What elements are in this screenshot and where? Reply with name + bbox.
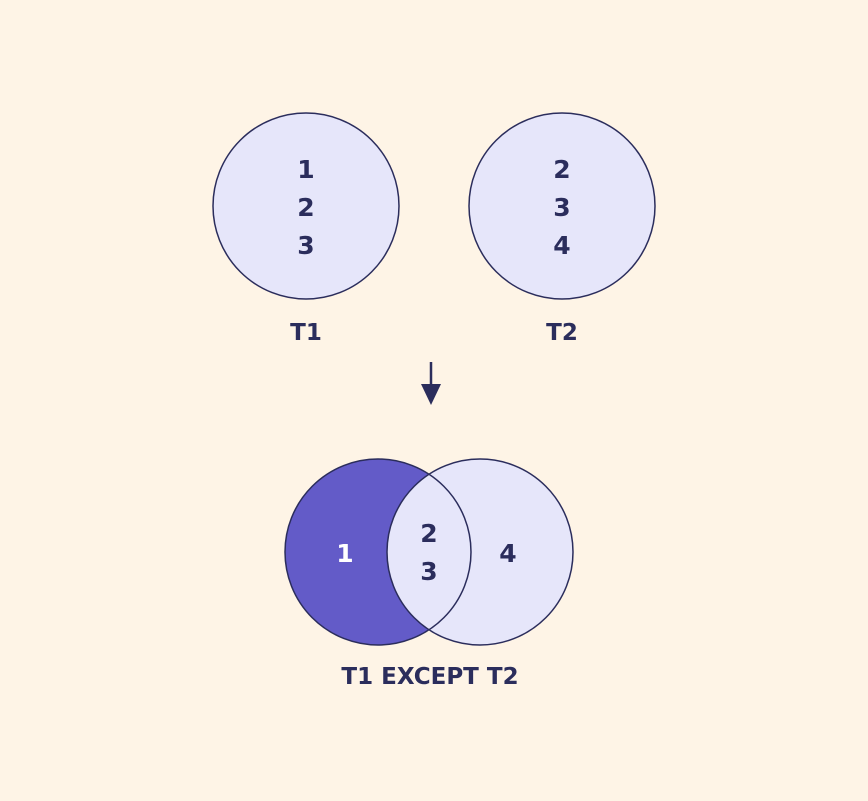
set-t2: 2 3 4 T2 xyxy=(468,112,656,346)
set-t1-value-3: 3 xyxy=(297,231,314,260)
result-right-only-value: 4 xyxy=(499,539,516,568)
result-t1-circle-outline xyxy=(284,458,472,646)
except-result: 1 2 3 4 T1 EXCEPT T2 xyxy=(284,458,574,690)
set-t1-label: T1 xyxy=(290,320,322,346)
set-t1-value-2: 2 xyxy=(297,193,314,222)
set-t2-value-2: 3 xyxy=(553,193,570,222)
result-overlap-value-2: 3 xyxy=(420,557,437,586)
result-label: T1 EXCEPT T2 xyxy=(341,664,518,690)
set-t2-label: T2 xyxy=(546,320,578,346)
set-t1-value-1: 1 xyxy=(297,155,314,184)
result-t2-circle-outline xyxy=(386,458,574,646)
result-overlap-value-1: 2 xyxy=(420,519,437,548)
set-t1: 1 2 3 T1 xyxy=(212,112,400,346)
result-overlap-region xyxy=(387,459,471,645)
set-t2-value-3: 4 xyxy=(553,231,570,260)
arrow-down-icon xyxy=(421,362,441,405)
set-t2-circle xyxy=(468,112,656,300)
set-t2-value-1: 2 xyxy=(553,155,570,184)
set-t1-circle xyxy=(212,112,400,300)
result-left-only-value: 1 xyxy=(336,539,353,568)
